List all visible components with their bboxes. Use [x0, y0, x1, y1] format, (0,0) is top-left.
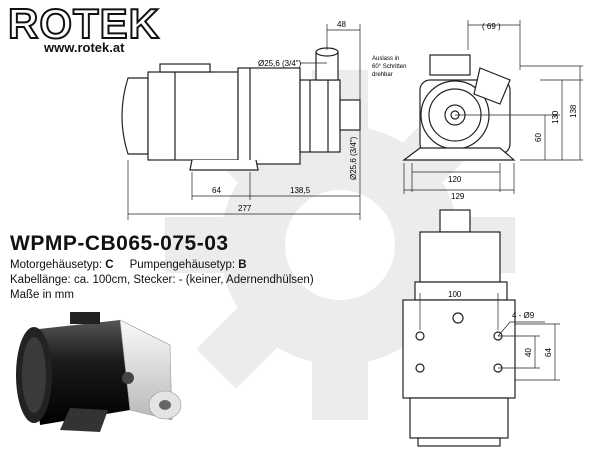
- dim-front-h138: 138: [569, 104, 578, 118]
- motor-housing-label: Motorgehäusetyp:: [10, 259, 103, 271]
- dim-top-h40: 40: [524, 348, 533, 357]
- dim-top-h64: 64: [544, 348, 553, 357]
- dim-outlet: Ø25,6 (3/4"): [349, 136, 358, 180]
- units-info: Maße in mm: [10, 289, 74, 301]
- dim-top-holes: 4 - Ø9: [512, 311, 535, 320]
- dim-front-h130: 130: [551, 110, 560, 124]
- pump-housing-label: Pumpengehäusetyp:: [129, 259, 236, 271]
- dim-front-w120: 120: [448, 175, 462, 184]
- product-model: WPMP-CB065-075-03: [10, 232, 229, 255]
- outlet-note-2: 60° Schritten: [372, 64, 406, 70]
- cable-info: Kabellänge: ca. 100cm, Stecker: - (keine…: [10, 274, 314, 286]
- dim-top-offset: 48: [337, 20, 346, 29]
- dim-flange: 138,5: [290, 186, 311, 195]
- dim-front-h60: 60: [534, 133, 543, 142]
- dim-front-w129: 129: [451, 192, 465, 201]
- outlet-note-3: drehbar: [372, 72, 393, 78]
- dim-foot: 64: [212, 186, 221, 195]
- product-info: WPMP-CB065-075-03 Motorgehäusetyp: C Pum…: [10, 232, 340, 301]
- housing-types: Motorgehäusetyp: C Pumpengehäusetyp: B: [10, 259, 340, 271]
- brand: ROTEK www.rotek.at: [7, 0, 160, 56]
- dim-length: 277: [238, 204, 252, 213]
- dim-inlet: Ø25,6 (3/4"): [258, 59, 302, 68]
- brand-url[interactable]: www.rotek.at: [44, 40, 125, 55]
- motor-housing-value: C: [105, 259, 114, 271]
- pump-housing-value: B: [238, 259, 247, 271]
- dim-top-w100: 100: [448, 290, 462, 299]
- dim-front-top-width: ( 69 ): [482, 22, 501, 31]
- outlet-note-1: Auslass in: [372, 56, 399, 62]
- brand-logo: ROTEK: [7, 0, 160, 47]
